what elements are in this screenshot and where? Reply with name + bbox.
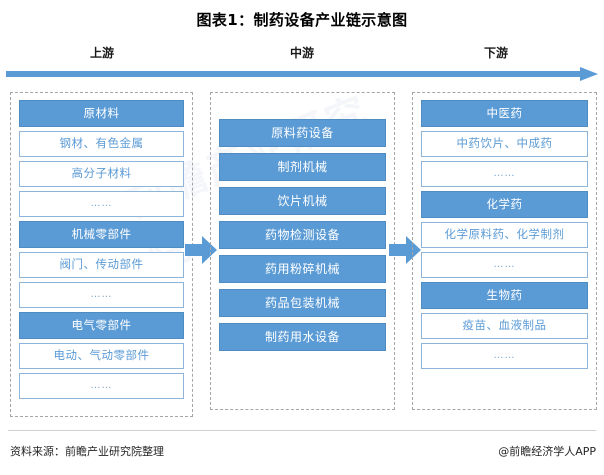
- box-tcm-pieces-patent[interactable]: 中药饮片、中成药: [421, 131, 588, 157]
- column-midstream: 原料药设备 制剂机械 饮片机械 药物检测设备 药用粉碎机械 药品包装机械 制药用…: [210, 92, 395, 410]
- column-downstream-items: 中医药 中药饮片、中成药 …… 化学药 化学原料药、化学制剂 …… 生物药 疫苗…: [421, 100, 588, 369]
- box-ellipsis: ……: [19, 191, 184, 217]
- box-raw-material[interactable]: 原材料: [19, 100, 184, 127]
- box-ellipsis: ……: [19, 373, 184, 399]
- footer-brand: @前瞻经济学人APP: [498, 445, 596, 458]
- box-ellipsis: ……: [421, 252, 588, 278]
- box-pharmaceutical-crushing-machinery[interactable]: 药用粉碎机械: [219, 255, 386, 283]
- page-title: 图表1：制药设备产业链示意图: [196, 11, 408, 29]
- stage-label-upstream: 上游: [89, 46, 114, 60]
- box-biological-drug[interactable]: 生物药: [421, 282, 588, 309]
- connector-arrow-upstream-to-midstream-icon: [185, 234, 217, 266]
- connector-arrow-midstream-to-downstream-icon: [389, 234, 421, 266]
- box-api-equipment[interactable]: 原料药设备: [219, 119, 386, 147]
- column-downstream: 中医药 中药饮片、中成药 …… 化学药 化学原料药、化学制剂 …… 生物药 疫苗…: [412, 92, 597, 410]
- box-ellipsis: ……: [421, 161, 588, 187]
- column-midstream-items: 原料药设备 制剂机械 饮片机械 药物检测设备 药用粉碎机械 药品包装机械 制药用…: [219, 119, 386, 351]
- box-ellipsis: ……: [421, 343, 588, 369]
- column-upstream: 原材料 钢材、有色金属 高分子材料 …… 机械零部件 阀门、传动部件 …… 电气…: [10, 92, 193, 417]
- box-chemical-drug[interactable]: 化学药: [421, 191, 588, 218]
- box-traditional-chinese-medicine[interactable]: 中医药: [421, 100, 588, 127]
- box-decoction-pieces-machinery[interactable]: 饮片机械: [219, 187, 386, 215]
- box-vaccine-blood-products[interactable]: 疫苗、血液制品: [421, 313, 588, 339]
- box-pharmaceutical-water-equipment[interactable]: 制药用水设备: [219, 323, 386, 351]
- footer-divider: [8, 430, 596, 431]
- box-electric-pneumatic-parts[interactable]: 电动、气动零部件: [19, 343, 184, 369]
- box-drug-testing-equipment[interactable]: 药物检测设备: [219, 221, 386, 249]
- box-drug-packaging-machinery[interactable]: 药品包装机械: [219, 289, 386, 317]
- box-valve-transmission[interactable]: 阀门、传动部件: [19, 252, 184, 278]
- box-polymer-material[interactable]: 高分子材料: [19, 161, 184, 187]
- column-upstream-items: 原材料 钢材、有色金属 高分子材料 …… 机械零部件 阀门、传动部件 …… 电气…: [19, 100, 184, 399]
- footer-source: 资料来源：前瞻产业研究院整理: [10, 445, 164, 458]
- box-chemical-api-preparation[interactable]: 化学原料药、化学制剂: [421, 222, 588, 248]
- box-preparation-machinery[interactable]: 制剂机械: [219, 153, 386, 181]
- box-electrical-parts[interactable]: 电气零部件: [19, 312, 184, 339]
- box-ellipsis: ……: [19, 282, 184, 308]
- flow-direction-arrow-icon: [6, 66, 598, 81]
- box-steel-nonferrous[interactable]: 钢材、有色金属: [19, 131, 184, 157]
- stage-label-midstream: 中游: [289, 46, 314, 60]
- box-mechanical-parts[interactable]: 机械零部件: [19, 221, 184, 248]
- stage-label-downstream: 下游: [483, 46, 508, 60]
